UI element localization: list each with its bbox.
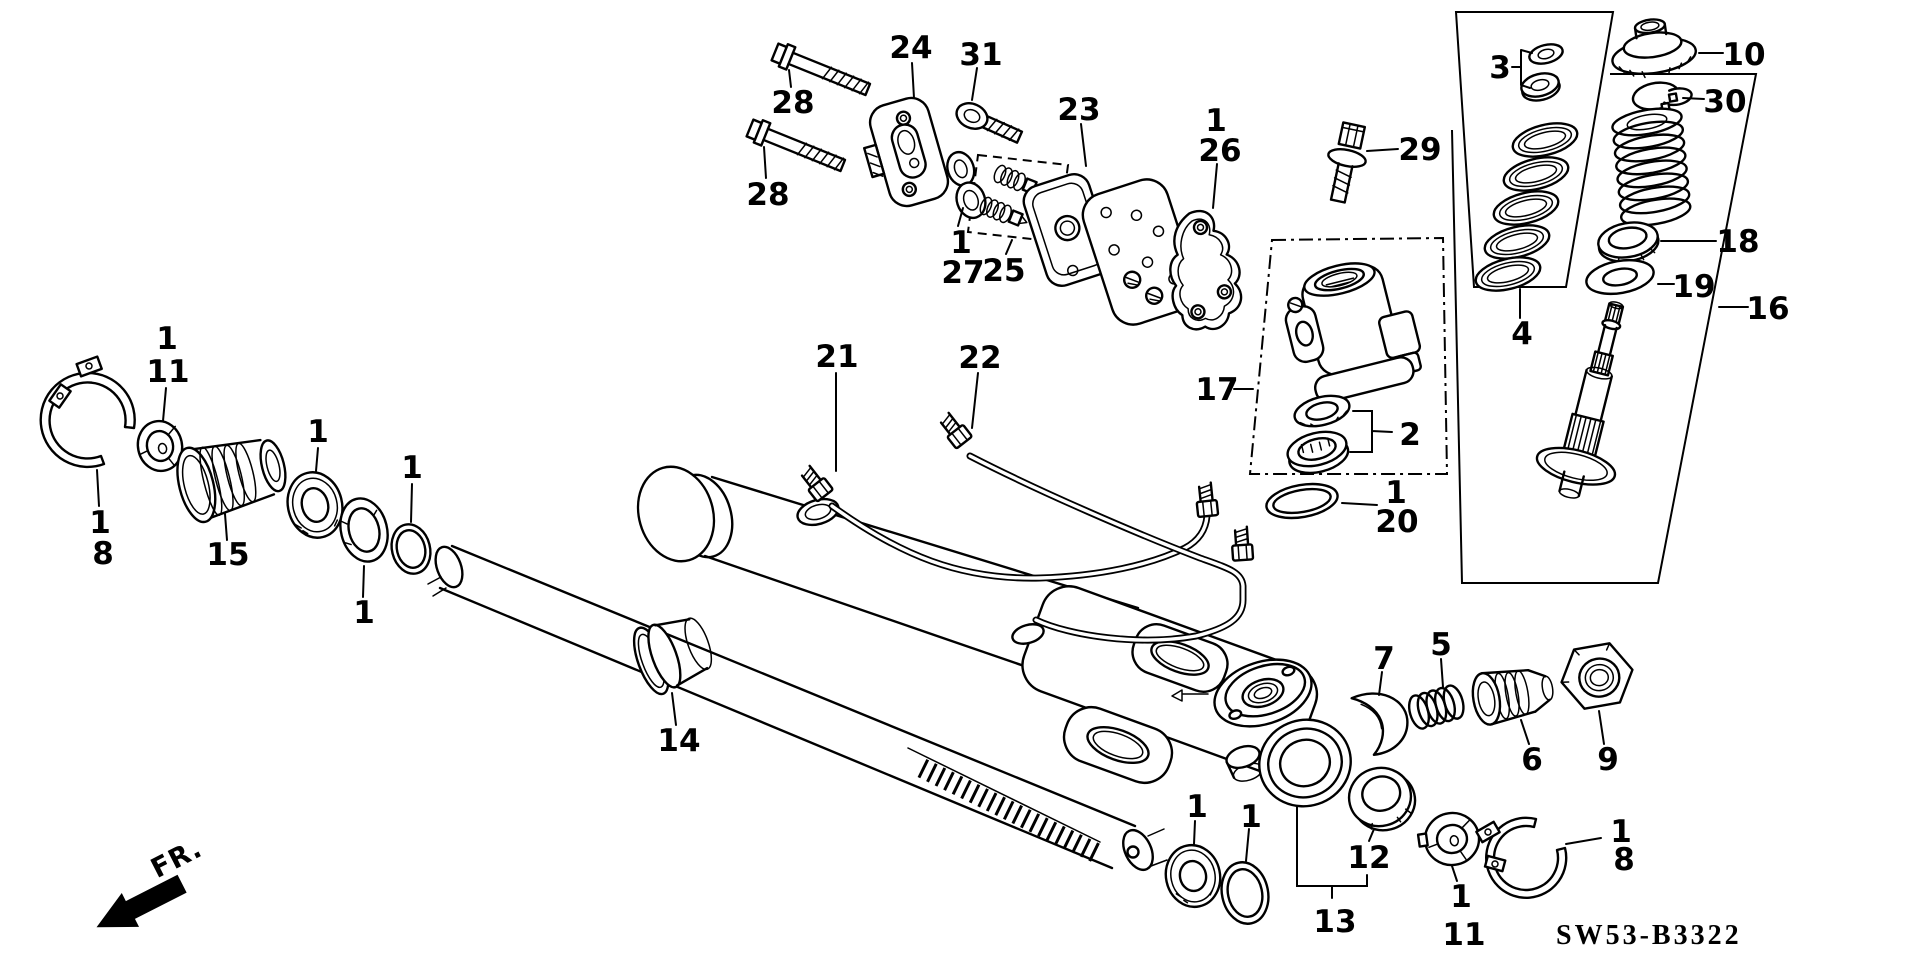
callout-11-right: 11 (1442, 917, 1485, 953)
band-clamp-left (39, 355, 136, 469)
callout-10: 10 (1722, 37, 1765, 73)
callout-22: 22 (958, 340, 1001, 376)
callout-2: 2 (1399, 417, 1421, 453)
housing-valve-flange (1213, 658, 1313, 728)
pinion-spring (1611, 107, 1692, 227)
callout-24: 24 (889, 30, 932, 66)
cylinder-oring (390, 523, 432, 575)
callout-1-grommet-right: 1 (1450, 879, 1472, 915)
callout-30: 30 (1703, 84, 1746, 120)
callout-1-gasket-small: 1 (950, 225, 972, 261)
callout-18: 18 (1716, 224, 1759, 260)
callout-1-seal-a: 1 (307, 414, 329, 450)
port-gasket (1169, 209, 1243, 331)
gear-housing (1021, 585, 1352, 808)
callout-23: 23 (1057, 92, 1100, 128)
housing-mount-lug-lower (1062, 706, 1174, 784)
callout-12: 12 (1347, 840, 1390, 876)
callout-11-left: 11 (146, 354, 189, 390)
seal-ring-stack (1474, 122, 1579, 292)
callout-15: 15 (206, 537, 249, 573)
mount-grommet-left (136, 419, 184, 473)
valve-bearing-seal (1293, 394, 1351, 428)
callout-7: 7 (1373, 641, 1395, 677)
callout-25: 25 (982, 253, 1025, 289)
cylinder-seal-ring (339, 497, 389, 563)
valve-spring-set-b (979, 196, 1028, 227)
callout-1-end-ring: 1 (1240, 799, 1262, 835)
group-box-pinion (1451, 73, 1758, 584)
callout-9: 9 (1597, 742, 1619, 778)
callout-5: 5 (1430, 627, 1452, 663)
callout-1-end-washer: 1 (1186, 789, 1208, 825)
callout-1-seal-b: 1 (353, 595, 375, 631)
callout-28-bottom: 28 (746, 177, 789, 213)
callout-1-valve-oring: 1 (1385, 475, 1407, 511)
pinion-shaft (1535, 301, 1625, 499)
valve-gasket-small (946, 150, 987, 220)
callout-8-right: 8 (1613, 842, 1635, 878)
callout-13: 13 (1313, 904, 1356, 940)
callout-1-port-gasket: 1 (1205, 103, 1227, 139)
leader-lines (96, 49, 1749, 899)
valve-bearing (1286, 430, 1350, 475)
callout-1-oring-a: 1 (401, 450, 423, 486)
valve-oring (1265, 482, 1339, 520)
housing-end-ring (1220, 861, 1270, 925)
callout-27: 27 (941, 255, 984, 291)
housing-stud (1171, 689, 1209, 702)
callout-1-clamp-right: 1 (1610, 814, 1632, 850)
housing-end-washer (1164, 843, 1222, 909)
callout-1-clamp-left: 1 (89, 505, 111, 541)
callout-labels: 1 8 1 11 15 1 1 1 28 28 24 31 1 27 25 23… (89, 30, 1789, 953)
lock-nut (1560, 642, 1634, 710)
seal-washer-small (1528, 43, 1564, 65)
callout-1-grommet-left: 1 (156, 321, 178, 357)
callout-31: 31 (959, 37, 1002, 73)
housing-cylinder-bore (1258, 718, 1352, 808)
pinion-washer (1585, 258, 1655, 296)
group-box-valve-housing (1248, 236, 1449, 475)
callout-26: 26 (1198, 133, 1241, 169)
cylinder-end-seal-right (1347, 766, 1417, 832)
rack-shaft (427, 544, 1168, 872)
callout-20: 20 (1375, 504, 1418, 540)
callout-29: 29 (1398, 132, 1441, 168)
callout-3: 3 (1489, 50, 1511, 86)
housing-bolt (1327, 121, 1367, 204)
guide-screw-plug (1471, 668, 1554, 726)
callout-19: 19 (1672, 269, 1715, 305)
valve-body-plate-rear (1081, 178, 1199, 326)
feed-pipe-b (934, 409, 1255, 645)
fr-direction-arrow: FR. (96, 833, 207, 928)
valve-housing (1284, 262, 1422, 403)
callout-17: 17 (1195, 372, 1238, 408)
feed-pipe-a (795, 462, 1220, 582)
callout-16: 16 (1746, 291, 1789, 327)
valve-bolt-short (955, 102, 1024, 144)
callout-21: 21 (815, 339, 858, 375)
guide-spring (1407, 684, 1465, 730)
callout-4: 4 (1511, 316, 1533, 352)
mount-grommet-right (1416, 811, 1481, 867)
band-clamp-right (1475, 816, 1568, 899)
rack-end-bushing (176, 438, 287, 524)
callout-6: 6 (1521, 742, 1543, 778)
valve-cover-plate (863, 96, 950, 208)
cylinder-tube (636, 465, 1140, 690)
kit-box-seals (1454, 11, 1615, 288)
callout-14: 14 (657, 723, 700, 759)
diagram-part-code: SW53-B3322 (1556, 920, 1742, 951)
seal-washer-large (1520, 72, 1561, 102)
pinion-cap (1611, 18, 1697, 79)
callout-28-top: 28 (771, 85, 814, 121)
cylinder-end-seal (286, 471, 344, 539)
pinion-seal (1597, 221, 1660, 264)
rack-guide (1350, 692, 1409, 756)
callout-8-left: 8 (92, 536, 114, 572)
rack-tube-collar (632, 617, 713, 696)
flange-bolt-bottom (744, 115, 849, 178)
